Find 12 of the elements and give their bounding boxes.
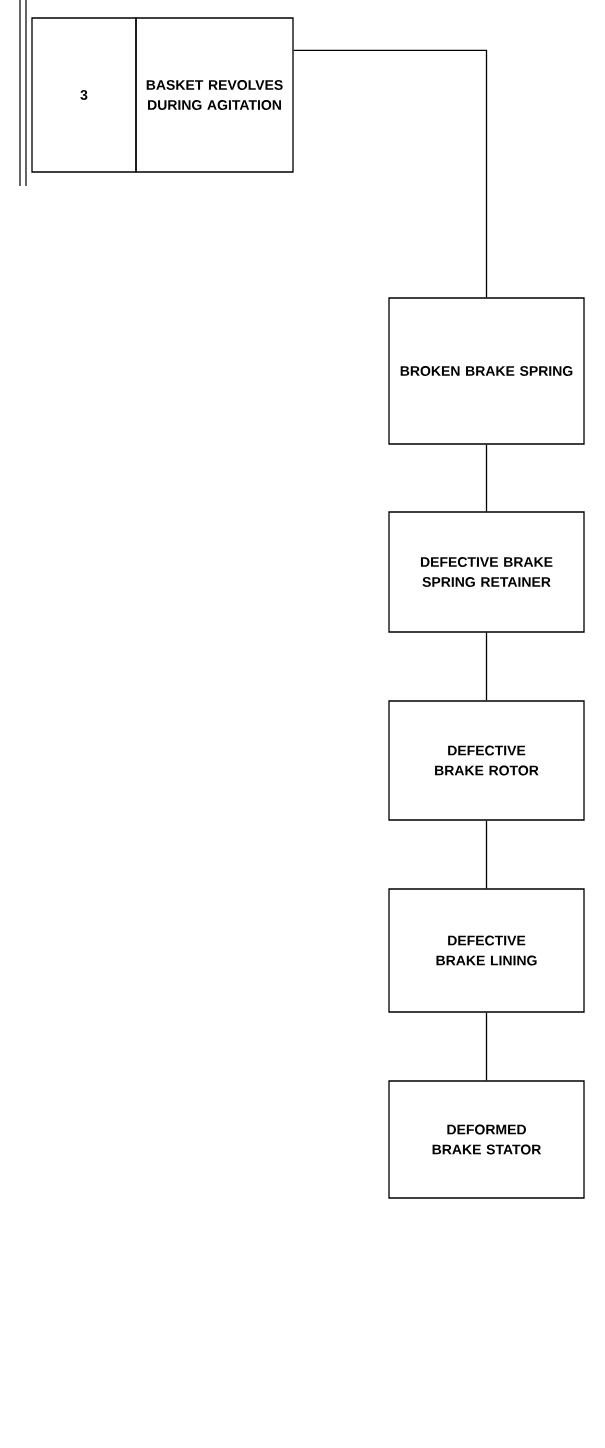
cause-box: DEFECTIVE BRAKE LINING: [388, 888, 585, 1013]
header-cell: BASKET REVOLVES DURING AGITATION: [135, 17, 294, 173]
connector-line: [485, 1012, 488, 1081]
cause-box: DEFECTIVE BRAKE SPRING RETAINER: [388, 511, 585, 633]
connector-line: [485, 632, 488, 701]
cause-box: DEFECTIVE BRAKE ROTOR: [388, 700, 585, 821]
connector-line: [293, 49, 488, 298]
header-cell: 3: [31, 17, 137, 173]
connector-line: [485, 444, 488, 512]
cause-box: BROKEN BRAKE SPRING: [388, 297, 585, 445]
cause-box: DEFORMED BRAKE STATOR: [388, 1080, 585, 1199]
connector-line: [485, 820, 488, 889]
